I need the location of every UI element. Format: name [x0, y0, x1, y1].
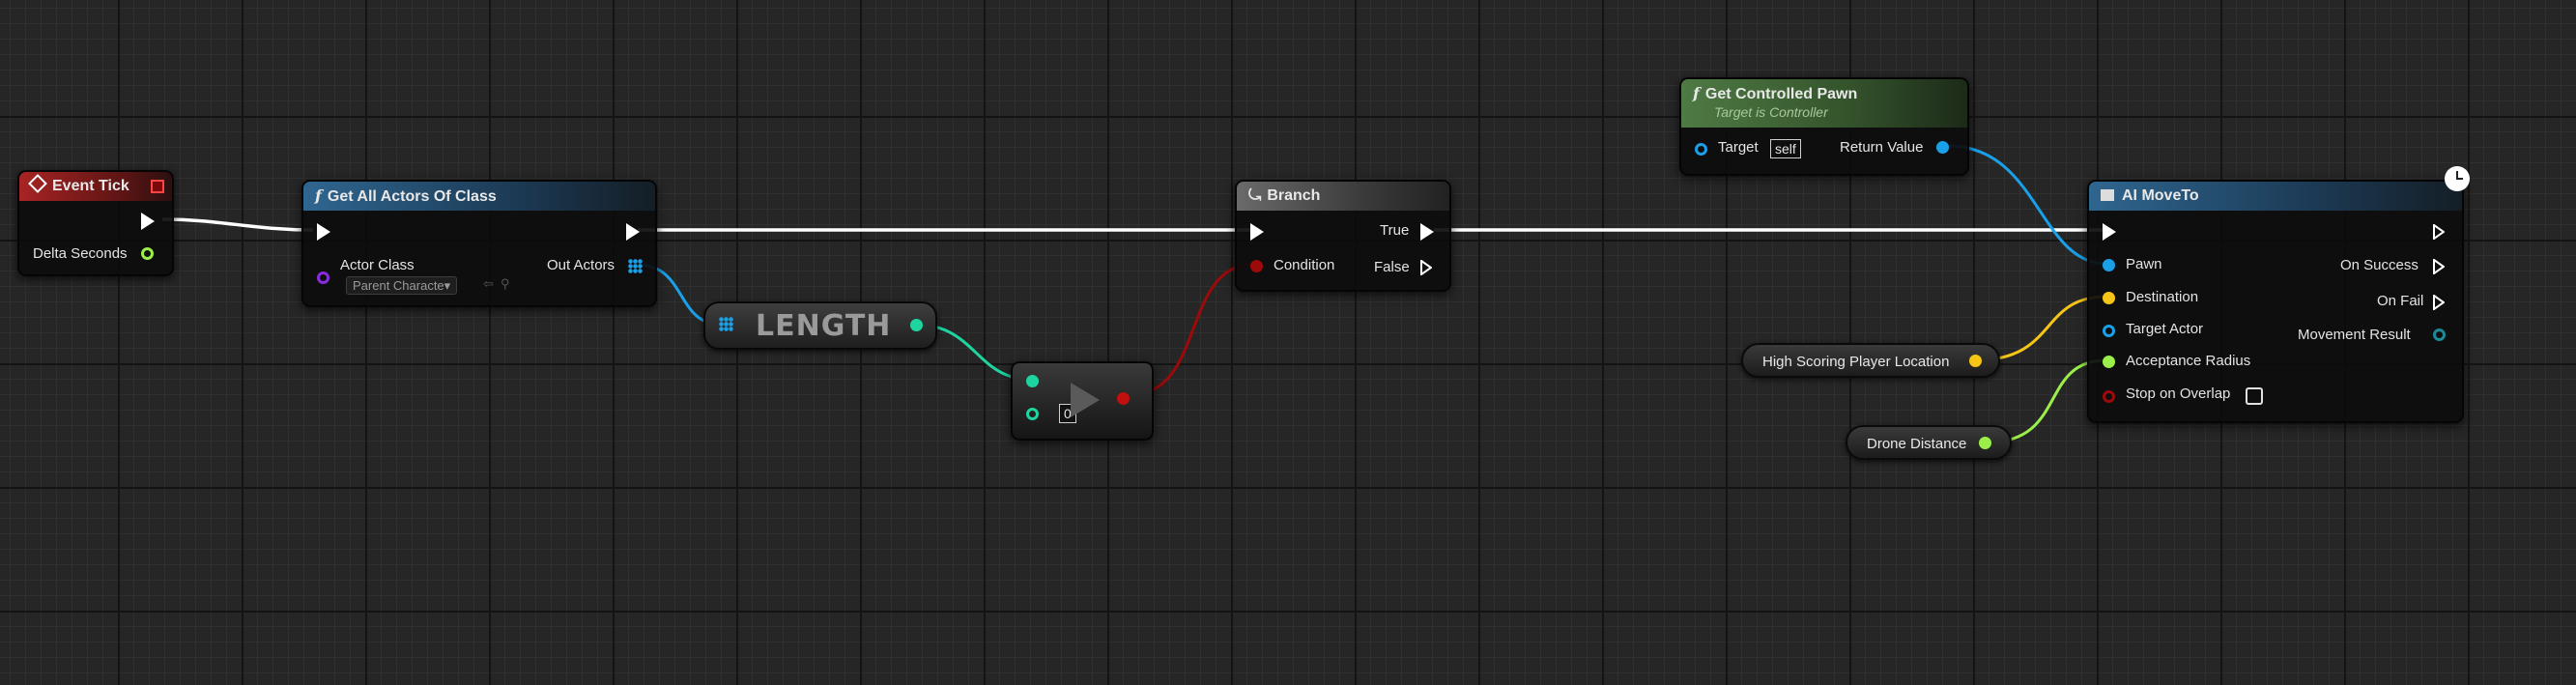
- actor-class-label: Actor Class: [340, 257, 415, 273]
- greater-than-icon: [1071, 383, 1100, 417]
- false-label: False: [1374, 259, 1410, 275]
- condition-pin[interactable]: [1250, 260, 1263, 272]
- pawn-label: Pawn: [2126, 256, 2162, 272]
- exec-in-pin[interactable]: [1250, 223, 1264, 241]
- bool-out-pin[interactable]: [1117, 392, 1130, 405]
- b-int-pin[interactable]: [1026, 408, 1039, 420]
- high-scoring-player-location-node[interactable]: High Scoring Player Location: [1741, 343, 2000, 378]
- event-icon: [28, 174, 47, 193]
- get-all-actors-header: f Get All Actors Of Class: [303, 182, 655, 211]
- condition-label: Condition: [1274, 257, 1335, 273]
- exec-out-pin[interactable]: [2433, 224, 2445, 240]
- ai-move-to-node[interactable]: AI MoveTo Pawn Destination Target Actor …: [2087, 180, 2464, 423]
- length-title: LENGTH: [756, 309, 892, 343]
- exec-wire-tick-to-getall: [161, 217, 314, 232]
- drone-distance-node[interactable]: Drone Distance: [1846, 425, 2012, 460]
- length-node[interactable]: LENGTH: [703, 301, 937, 350]
- length-array-in-pin[interactable]: [719, 317, 733, 331]
- greater-than-node[interactable]: 0: [1011, 361, 1154, 441]
- branch-node[interactable]: ⤿ Branch Condition True False: [1235, 180, 1451, 292]
- branch-title: Branch: [1267, 187, 1321, 204]
- drone-distance-float-pin[interactable]: [1979, 437, 1991, 449]
- browse-icon[interactable]: ⚲: [501, 276, 510, 291]
- function-icon: f: [1693, 84, 1700, 102]
- target-self-box[interactable]: self: [1770, 139, 1801, 158]
- destination-label: Destination: [2126, 289, 2199, 305]
- get-all-actors-title: Get All Actors Of Class: [327, 188, 497, 205]
- return-value-label: Return Value: [1840, 139, 1924, 156]
- delta-seconds-label: Delta Seconds: [33, 245, 128, 262]
- use-selected-icon[interactable]: ⇦: [483, 276, 494, 291]
- acceptance-radius-label: Acceptance Radius: [2126, 353, 2251, 369]
- stop-on-overlap-checkbox[interactable]: [2246, 387, 2263, 405]
- on-fail-label: On Fail: [2377, 293, 2424, 309]
- target-actor-label: Target Actor: [2126, 321, 2204, 337]
- movement-result-pin[interactable]: [2433, 328, 2446, 341]
- movement-result-label: Movement Result: [2298, 327, 2411, 343]
- event-tick-header: Event Tick: [19, 172, 172, 201]
- delta-seconds-pin[interactable]: [141, 247, 154, 260]
- out-actors-label: Out Actors: [547, 257, 615, 273]
- get-controlled-pawn-title: Get Controlled Pawn: [1704, 86, 1858, 102]
- acceptance-radius-pin[interactable]: [2103, 356, 2115, 368]
- event-tick-title: Event Tick: [52, 178, 129, 194]
- target-actor-pin[interactable]: [2103, 325, 2115, 337]
- target-pin[interactable]: [1695, 143, 1707, 156]
- drone-distance-label: Drone Distance: [1867, 436, 1967, 452]
- event-tick-node[interactable]: Event Tick Delta Seconds: [17, 170, 174, 276]
- object-wire-returnvalue-to-pawn: [1947, 144, 2107, 266]
- true-label: True: [1380, 222, 1410, 239]
- false-exec-pin[interactable]: [1420, 260, 1432, 275]
- high-scoring-player-location-label: High Scoring Player Location: [1762, 354, 1950, 370]
- pawn-pin[interactable]: [2103, 259, 2115, 271]
- actor-class-dropdown[interactable]: Parent Characte▾: [346, 276, 458, 295]
- exec-out-pin[interactable]: [626, 223, 640, 241]
- ai-move-to-title: AI MoveTo: [2122, 187, 2199, 204]
- function-icon: f: [315, 186, 322, 205]
- exec-out-pin[interactable]: [141, 213, 155, 230]
- actor-class-pin[interactable]: [317, 271, 329, 284]
- get-controlled-pawn-subtitle: Target is Controller: [1714, 104, 1828, 120]
- target-label: Target: [1718, 139, 1759, 156]
- ai-move-to-header: AI MoveTo: [2089, 182, 2462, 211]
- on-success-label: On Success: [2340, 257, 2419, 273]
- branch-icon: ⤿: [1248, 187, 1262, 204]
- destination-pin[interactable]: [2103, 292, 2115, 304]
- stop-on-overlap-pin[interactable]: [2103, 390, 2115, 403]
- a-int-pin[interactable]: [1026, 375, 1039, 387]
- out-actors-array-pin[interactable]: [628, 259, 643, 273]
- return-value-pin[interactable]: [1936, 141, 1949, 154]
- exec-in-pin[interactable]: [2103, 223, 2116, 241]
- latent-node-icon: [2101, 189, 2114, 201]
- length-int-out-pin[interactable]: [910, 319, 923, 331]
- event-delegate-icon[interactable]: [151, 180, 164, 193]
- true-exec-pin[interactable]: [1420, 223, 1434, 241]
- on-success-exec-pin[interactable]: [2433, 259, 2445, 274]
- latent-clock-icon: [2445, 166, 2470, 191]
- on-fail-exec-pin[interactable]: [2433, 295, 2445, 310]
- get-all-actors-node[interactable]: f Get All Actors Of Class Actor Class Par…: [301, 180, 657, 307]
- high-scoring-vector-pin[interactable]: [1969, 355, 1982, 367]
- exec-in-pin[interactable]: [317, 223, 330, 241]
- stop-on-overlap-label: Stop on Overlap: [2126, 385, 2231, 402]
- branch-header: ⤿ Branch: [1237, 182, 1449, 211]
